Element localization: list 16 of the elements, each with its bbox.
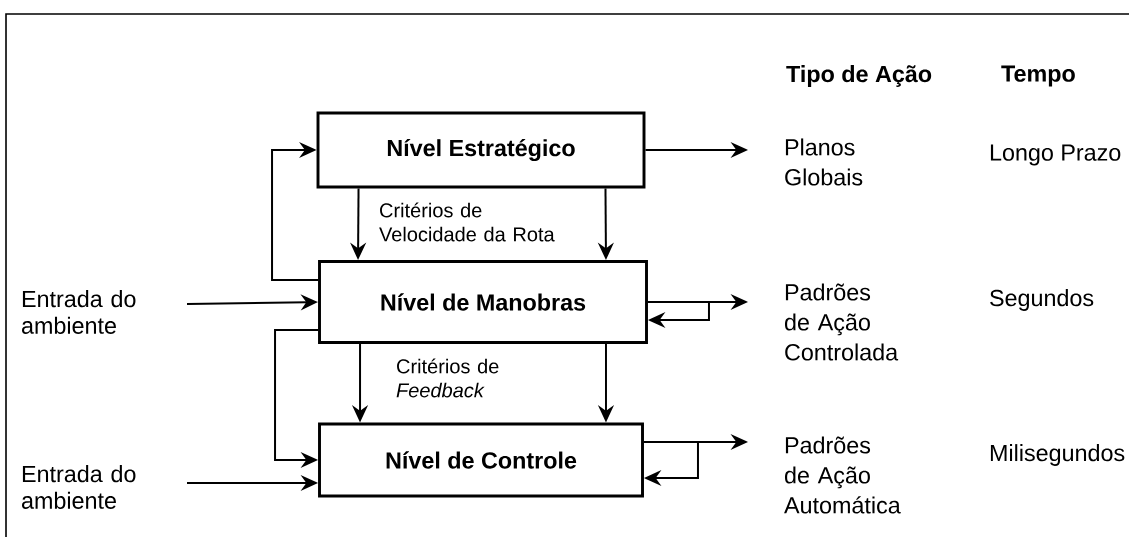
input-text: Entrada do ambiente (22, 465, 136, 509)
time-label: Segundos (990, 289, 1094, 311)
action-text: Padrões de Ação Automática (784, 436, 901, 514)
input-text: Entrada do ambiente (22, 290, 136, 334)
column-heading: Tipo de Ação (786, 65, 932, 87)
column-heading: Tempo (1001, 65, 1075, 87)
action-text: Planos Globais (785, 138, 863, 186)
level-box: Nível de Controle (318, 422, 644, 498)
time-label: Longo Prazo (990, 144, 1121, 166)
edge-label: Critérios de Velocidade da Rota (379, 202, 555, 242)
level-box: Nível de Manobras (318, 260, 648, 344)
level-box: Nível Estratégico (316, 111, 646, 189)
arrow (271, 141, 320, 281)
edge-label: Critérios de Feedback (396, 358, 499, 398)
time-label: Milisegundos (990, 444, 1125, 466)
action-text: Padrões de Ação Controlada (785, 283, 899, 361)
